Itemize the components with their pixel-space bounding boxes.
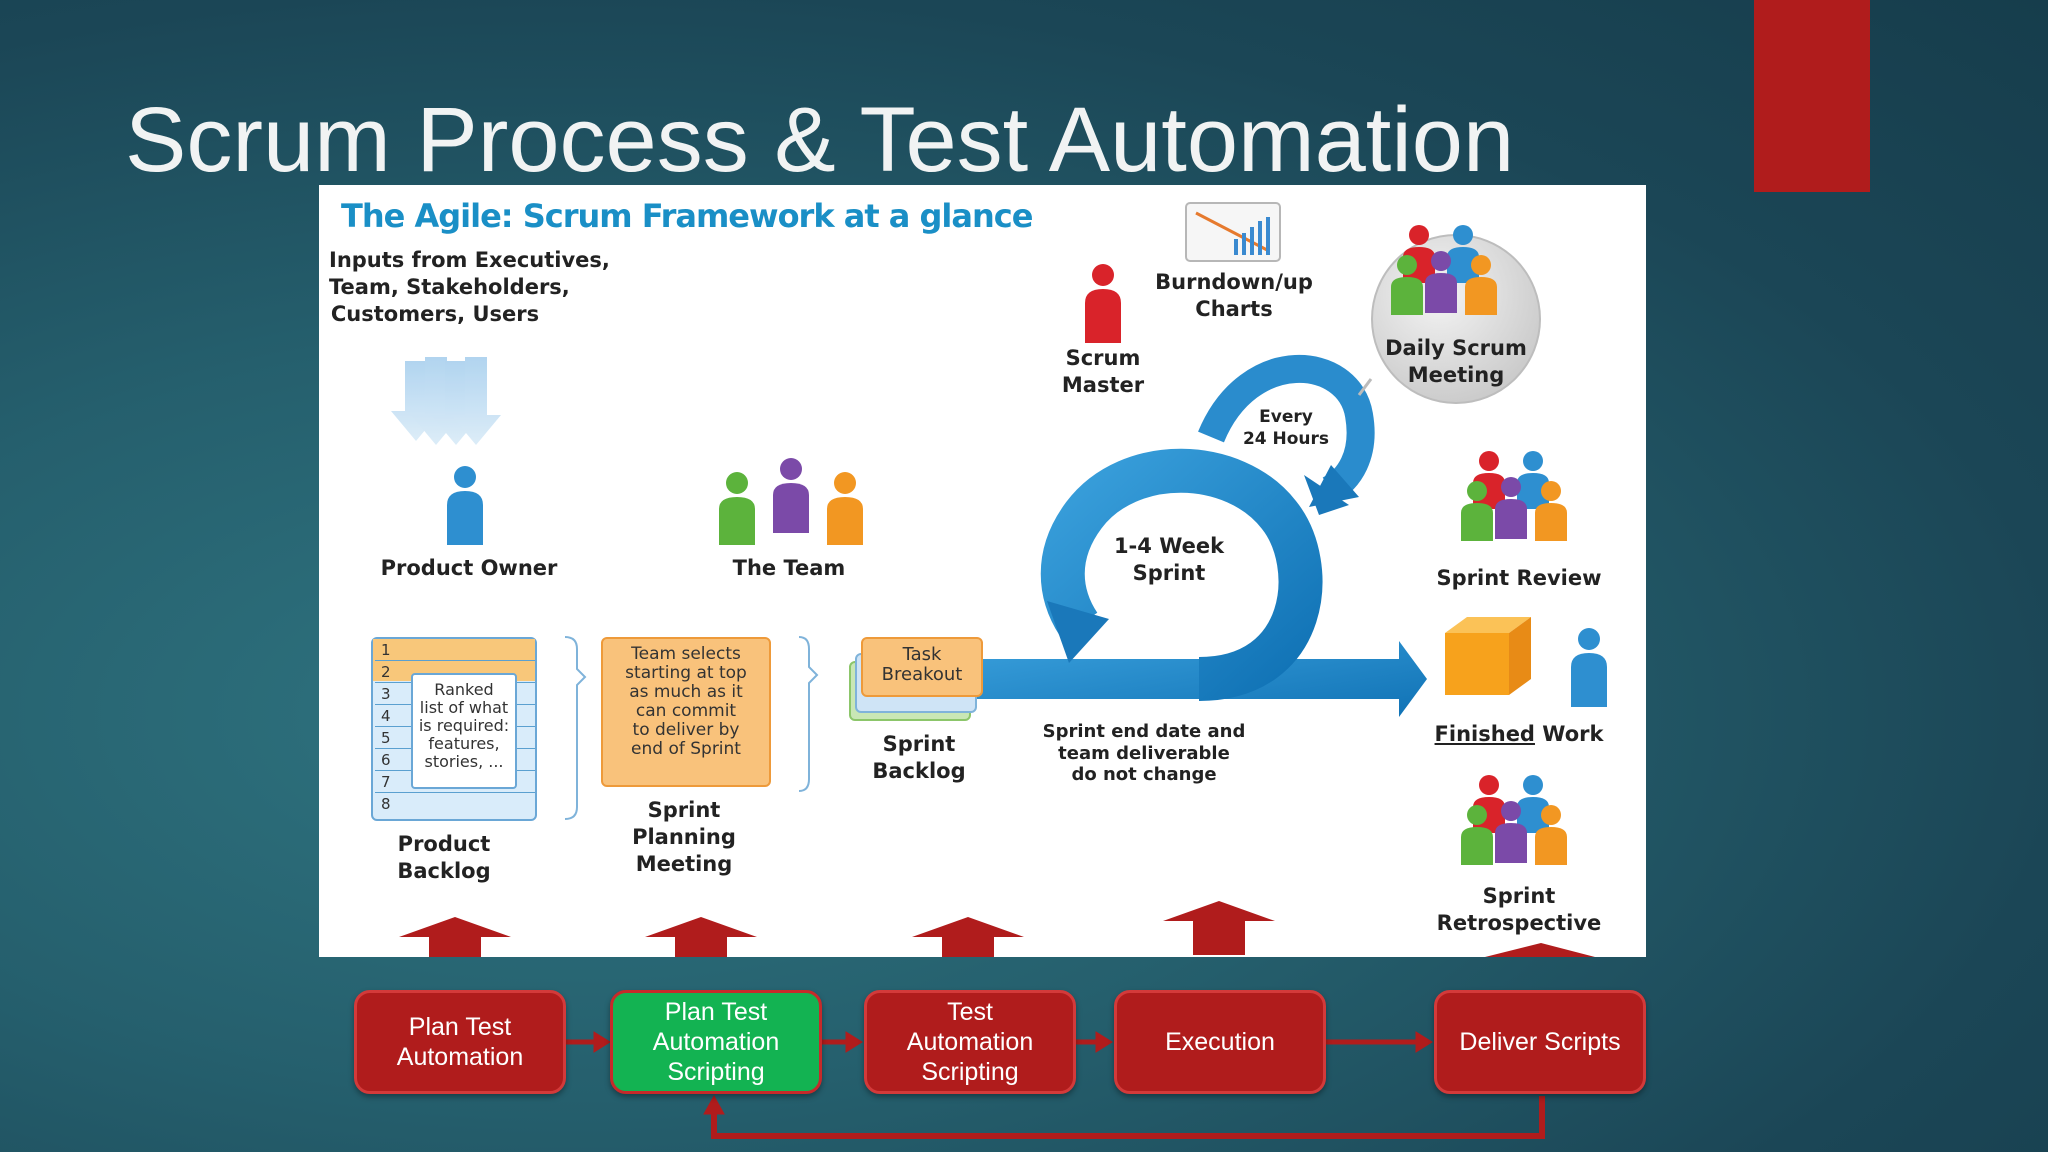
step-deliver-scripts[interactable]: Deliver Scripts xyxy=(1434,990,1646,1094)
sprint-cycle-icon xyxy=(1040,448,1323,701)
finished-work-box-icon xyxy=(1445,617,1531,695)
burndown-chart-icon xyxy=(1185,202,1281,262)
scrum-diagram: The Agile: Scrum Framework at a glance I… xyxy=(319,185,1646,957)
finished-work-person-icon xyxy=(1571,628,1607,707)
accent-bar xyxy=(1754,0,1870,192)
daily-scrum-team-icon xyxy=(1391,225,1497,315)
input-arrows-icon xyxy=(391,357,501,445)
sprint-flow-arrow xyxy=(959,641,1427,717)
product-owner-label: Product Owner xyxy=(380,556,558,580)
sprint-retrospective-team-icon xyxy=(1461,775,1567,865)
inputs-label: Inputs from Executives,Team, Stakeholder… xyxy=(329,248,610,326)
daily-cycle-icon xyxy=(1198,354,1375,515)
the-team-label: The Team xyxy=(732,556,846,580)
slide-title: Scrum Process & Test Automation xyxy=(125,89,1515,191)
diagram-title: The Agile: Scrum Framework at a glance xyxy=(341,197,1033,235)
team-icon xyxy=(719,458,863,545)
diagram-graphics xyxy=(391,202,1595,957)
scrum-master-person-icon xyxy=(1085,264,1121,343)
sprint-review-label: Sprint Review xyxy=(1436,566,1602,590)
up-arrow-icon xyxy=(399,901,1595,957)
sprint-review-team-icon xyxy=(1461,451,1567,541)
step-execution[interactable]: Execution xyxy=(1114,990,1326,1094)
finished-work-label: Finished Work xyxy=(1434,722,1604,746)
product-owner-person-icon xyxy=(447,466,483,545)
